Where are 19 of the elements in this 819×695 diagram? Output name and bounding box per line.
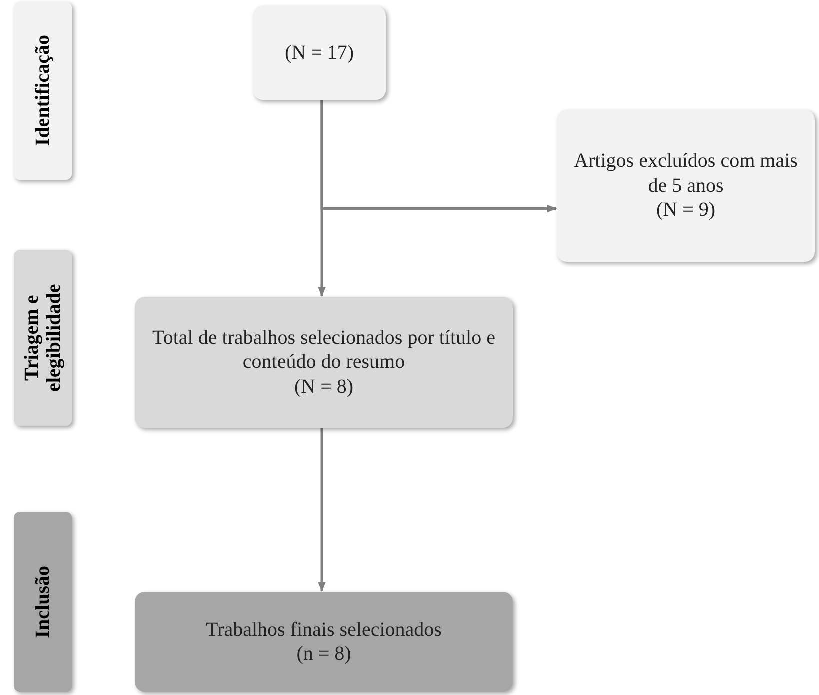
box-title: (N = 17) xyxy=(284,40,354,66)
stage-label-box xyxy=(14,250,72,426)
box-title: Total de trabalhos selecionados por título e conteúdo do resumo xyxy=(152,326,496,375)
stage-label-box xyxy=(14,512,72,692)
process-box xyxy=(253,6,386,100)
count-text: (n = 8) xyxy=(296,642,352,666)
stage-label-box xyxy=(14,2,72,180)
arrow xyxy=(318,428,326,592)
stage-label: Identificação xyxy=(32,35,54,147)
count-text: (N = 9) xyxy=(656,198,716,223)
box-title: Trabalhos finais selecionados xyxy=(206,618,442,642)
process-box xyxy=(135,297,513,428)
box-title: Artigos excluídos com mais de 5 anos xyxy=(573,149,799,198)
arrow xyxy=(320,100,557,213)
count-text: (N = 8) xyxy=(294,374,354,400)
process-box xyxy=(557,110,815,262)
process-box xyxy=(135,592,513,692)
stage-label: Triagem e elegibilidade xyxy=(21,283,65,394)
stage-label: Inclusão xyxy=(32,566,54,638)
